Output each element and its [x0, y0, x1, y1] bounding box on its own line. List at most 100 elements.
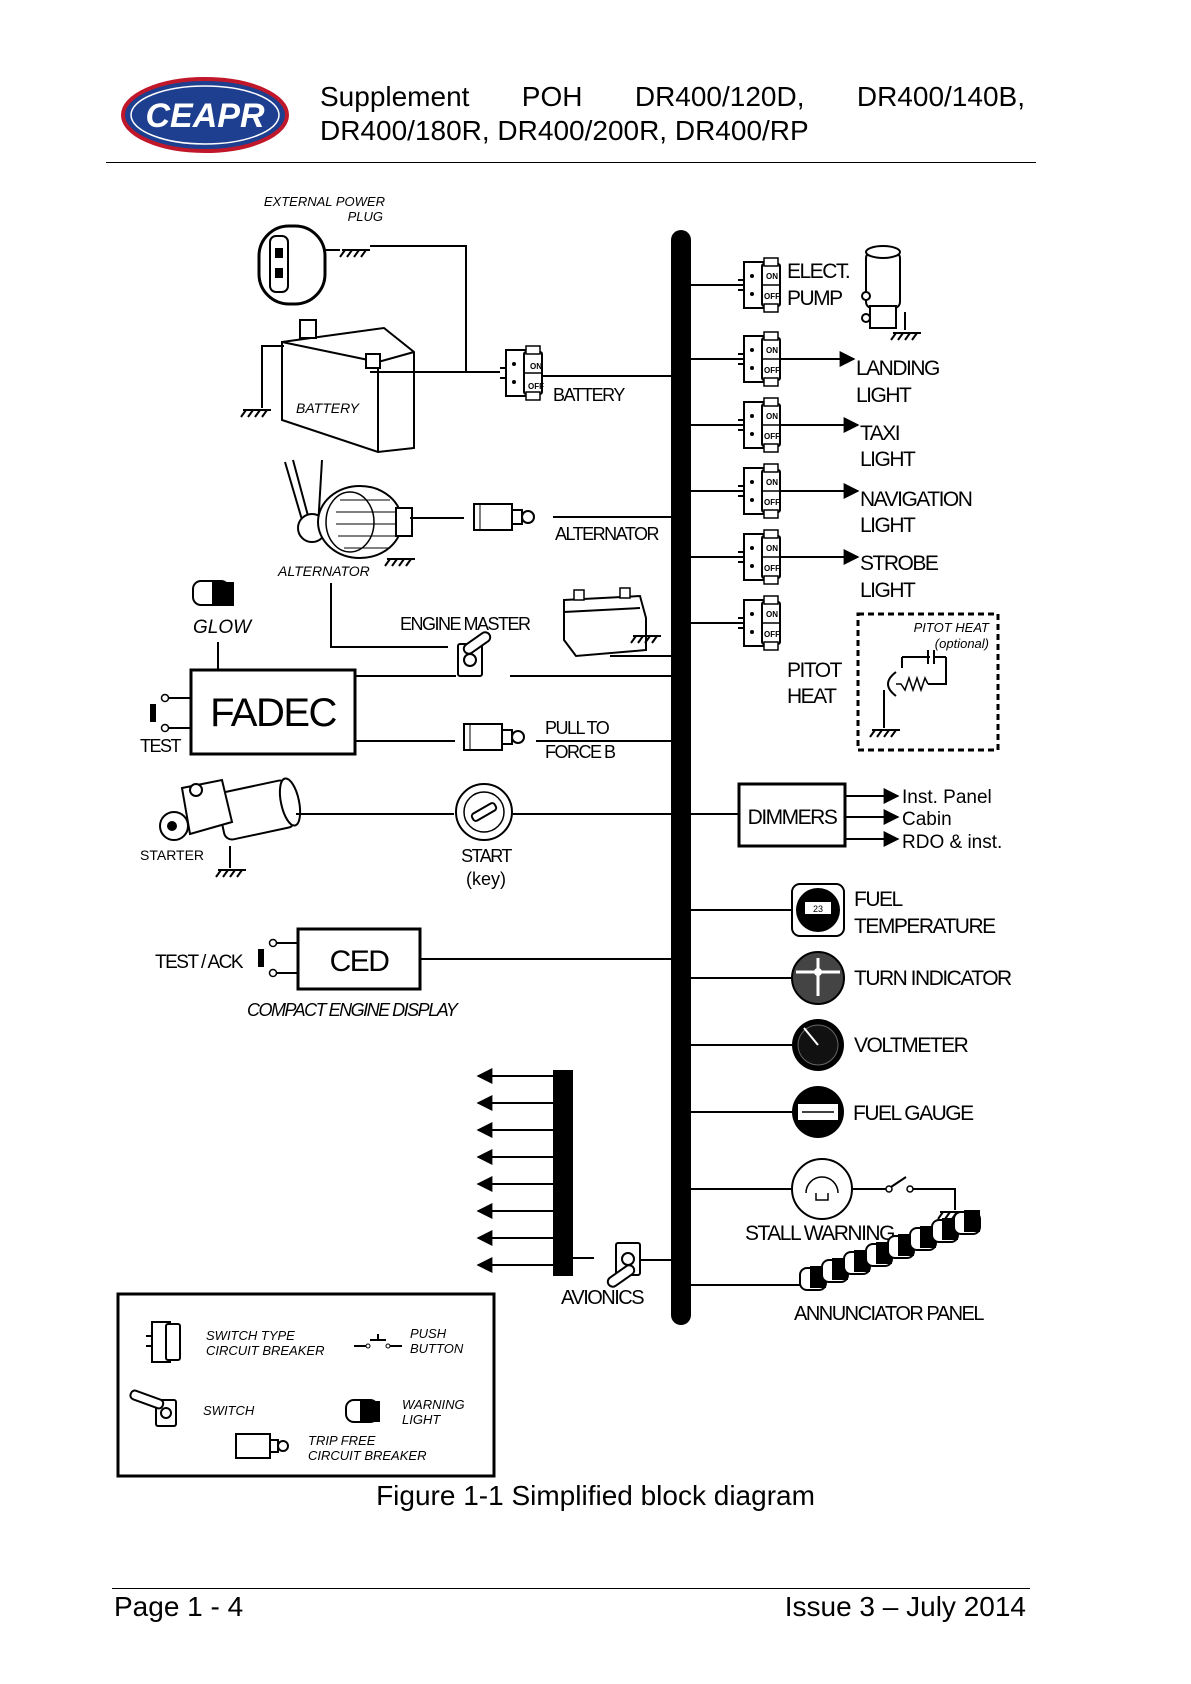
battery-label: BATTERY	[296, 400, 361, 416]
off-label: OFF	[528, 382, 544, 391]
off-label: OFF	[764, 498, 780, 507]
elect-pump-label: ELECT.	[787, 260, 849, 283]
on-label: ON	[766, 610, 778, 619]
glow-label: GLOW	[193, 617, 253, 638]
ced-full-label: COMPACT ENGINE DISPLAY	[247, 1000, 460, 1020]
start-label: START	[461, 846, 512, 866]
engine-master-battery	[563, 587, 672, 658]
dimmers-label: DIMMERS	[748, 806, 838, 829]
alternator: ALTERNATOR	[277, 459, 464, 579]
landing-light-label-2: LIGHT	[856, 384, 912, 407]
inst-panel-label: Inst. Panel	[902, 787, 992, 808]
logo-text: CEAPR	[145, 97, 264, 135]
header-rule	[106, 162, 1036, 163]
annunciator-light	[931, 1218, 959, 1243]
alternator-breaker-label: ALTERNATOR	[555, 524, 660, 544]
pump-label: PUMP	[787, 287, 842, 310]
pitot-heat-optional-label: PITOT HEAT	[914, 620, 990, 635]
force-b-label: FORCE B	[545, 742, 616, 762]
battery-switch-breaker[interactable]: ON OFF BATTERY	[499, 345, 671, 405]
strobe-light-switch[interactable]: ON OFF	[691, 529, 860, 585]
voltmeter-gauge: VOLTMETER	[691, 1019, 970, 1071]
figure-caption: Figure 1-1 Simplified block diagram	[376, 1480, 815, 1511]
alternator-label: ALTERNATOR	[277, 563, 370, 579]
fuel-temperature-gauge: 23 FUEL TEMPERATURE	[691, 883, 998, 938]
engine-master-switch[interactable]: ENGINE MASTER	[330, 583, 672, 677]
navigation-light-switch[interactable]: ON OFF	[691, 463, 860, 519]
navigation-light-label-2: LIGHT	[860, 514, 916, 537]
main-bus-bar	[671, 230, 691, 1325]
issue-date: Issue 3 – July 2014	[784, 1591, 1026, 1622]
legend-push-label-2: BUTTON	[410, 1341, 464, 1356]
legend-switch-label: SWITCH	[203, 1403, 255, 1418]
taxi-light-label: TAXI	[860, 422, 899, 445]
turn-indicator-label: TURN INDICATOR	[854, 967, 1012, 990]
document-title: Supplement POH DR400/120D, DR400/140B, D…	[320, 80, 1025, 148]
test-label: TEST	[140, 736, 182, 756]
alternator-breaker[interactable]: ALTERNATOR	[473, 503, 671, 544]
strobe-light-label-2: LIGHT	[860, 579, 916, 602]
external-power-label-2: PLUG	[348, 209, 383, 224]
pull-to-force-b-breaker[interactable]: PULL TO FORCE B	[463, 718, 671, 762]
fadec-label: FADEC	[210, 691, 336, 735]
pitot-heat-switch[interactable]: ON OFF	[691, 595, 781, 651]
title-word: DR400/140B,	[856, 81, 1025, 112]
start-key-switch[interactable]: START (key)	[455, 783, 671, 889]
on-label: ON	[766, 272, 778, 281]
fuel-gauge: FUEL GAUGE	[691, 1086, 976, 1138]
legend-switch-icon	[129, 1389, 177, 1427]
key-label: (key)	[466, 869, 506, 889]
on-label: ON	[766, 478, 778, 487]
compact-engine-display: TEST / ACK CED COMPACT ENGINE DISPLAY	[155, 927, 671, 1020]
off-label: OFF	[764, 366, 780, 375]
fuel-label: FUEL	[854, 888, 903, 911]
annunciator-light	[865, 1242, 893, 1267]
starter-motor: STARTER	[140, 777, 454, 878]
fuel-gauge-label: FUEL GAUGE	[853, 1102, 974, 1125]
electric-pump: ELECT. PUMP	[787, 245, 922, 341]
external-power-label: EXTERNAL POWER	[264, 194, 385, 209]
legend-trip-free-label: TRIP FREE	[308, 1433, 376, 1448]
test-ack-label: TEST / ACK	[155, 952, 244, 973]
avionics-bus: AVIONICS	[476, 1068, 671, 1309]
on-label: ON	[530, 362, 542, 371]
fadec-unit: FADEC	[189, 668, 455, 756]
ced-label: CED	[330, 945, 390, 978]
legend-rocker-icon	[146, 1321, 181, 1363]
off-label: OFF	[764, 630, 780, 639]
rdo-inst-label: RDO & inst.	[902, 832, 1002, 853]
annunciator-light	[953, 1210, 981, 1235]
off-label: OFF	[764, 564, 780, 573]
on-label: ON	[766, 544, 778, 553]
legend-switch-cb-label-2: CIRCUIT BREAKER	[206, 1343, 324, 1358]
pitot-heat-label-2: HEAT	[787, 685, 837, 708]
battery-switch-label: BATTERY	[553, 385, 625, 405]
legend-warning-label: WARNING	[402, 1397, 465, 1412]
test-push-button[interactable]: TEST	[140, 693, 191, 757]
title-word: POH	[521, 81, 583, 112]
gauge-reading: 23	[813, 904, 823, 914]
taxi-light-label-2: LIGHT	[860, 448, 916, 471]
navigation-light-label: NAVIGATION	[860, 488, 972, 511]
battery: BATTERY	[240, 319, 500, 454]
pitot-heat-optional-box: PITOT HEAT (optional)	[856, 612, 1000, 752]
ceapr-logo: CEAPR	[121, 77, 289, 153]
dimmers-box: DIMMERS Inst. Panel Cabin RDO & inst.	[691, 782, 1002, 853]
landing-light-label: LANDING	[856, 357, 939, 380]
temperature-label: TEMPERATURE	[854, 915, 996, 938]
elect-pump-switch[interactable]: ON OFF	[691, 257, 781, 313]
title-word: Supplement	[320, 81, 470, 112]
title-line-2: DR400/180R, DR400/200R, DR400/RP	[320, 115, 809, 146]
engine-master-label: ENGINE MASTER	[400, 614, 531, 634]
off-label: OFF	[764, 292, 780, 301]
legend-warning-light-icon	[345, 1399, 380, 1423]
avionics-label: AVIONICS	[561, 1287, 644, 1309]
page-number: Page 1 - 4	[114, 1591, 244, 1622]
title-word: DR400/120D,	[634, 81, 805, 112]
legend-trip-free-label-2: CIRCUIT BREAKER	[308, 1448, 426, 1463]
annunciator-panel-label: ANNUNCIATOR PANEL	[794, 1303, 984, 1325]
